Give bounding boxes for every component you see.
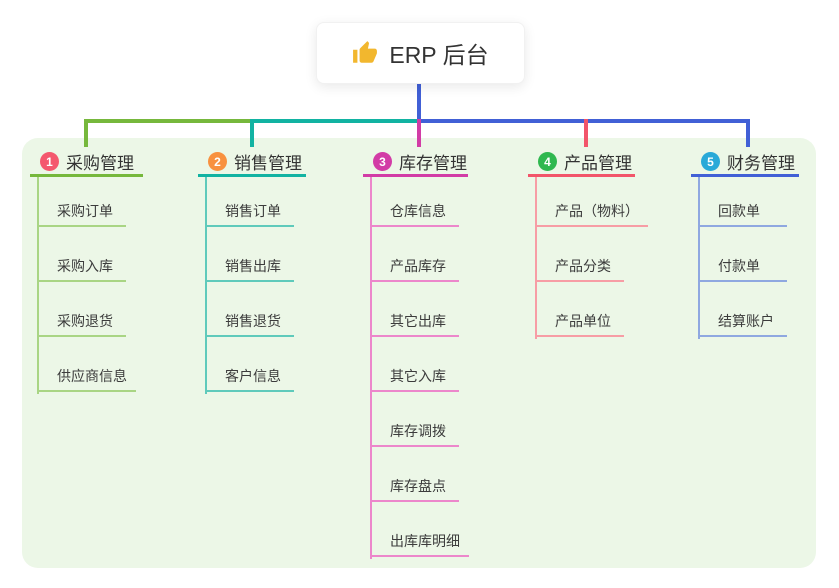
root-node-label: ERP 后台 <box>389 42 489 68</box>
branch-badge: 4 <box>538 152 557 171</box>
sub-node-label: 产品单位 <box>555 313 611 329</box>
sub-node-label: 销售出库 <box>225 258 281 274</box>
sub-node[interactable]: 结算账户 <box>698 307 787 337</box>
sub-node[interactable]: 供应商信息 <box>37 362 136 392</box>
sub-node-label: 付款单 <box>718 258 760 274</box>
branch-badge: 5 <box>701 152 720 171</box>
sub-node-label: 销售退货 <box>225 313 281 329</box>
branch-badge: 1 <box>40 152 59 171</box>
sub-node[interactable]: 库存盘点 <box>370 472 459 502</box>
branch-node-5[interactable]: 5 财务管理 <box>691 149 799 177</box>
branch-node-3[interactable]: 3 库存管理 <box>363 149 468 177</box>
branch-node-label: 采购管理 <box>66 154 134 173</box>
branches-panel <box>22 138 816 568</box>
sub-node[interactable]: 客户信息 <box>205 362 294 392</box>
sub-node-label: 结算账户 <box>718 313 774 329</box>
connector-branch-drop-line <box>250 119 254 147</box>
sub-node-label: 客户信息 <box>225 368 281 384</box>
connector-horizontal-line <box>252 119 419 123</box>
sub-node[interactable]: 其它出库 <box>370 307 459 337</box>
sub-node-label: 其它入库 <box>390 368 446 384</box>
sub-node-label: 仓库信息 <box>390 203 446 219</box>
branch-node-label: 财务管理 <box>727 154 795 173</box>
sub-node[interactable]: 产品库存 <box>370 252 459 282</box>
branch-node-label: 销售管理 <box>234 154 302 173</box>
connector-sub-rail <box>37 177 39 394</box>
connector-sub-rail <box>535 177 537 339</box>
sub-node[interactable]: 出库库明细 <box>370 527 469 557</box>
branch-badge: 2 <box>208 152 227 171</box>
sub-node[interactable]: 回款单 <box>698 197 787 227</box>
sub-node-label: 采购订单 <box>57 203 113 219</box>
sub-node-label: 回款单 <box>718 203 760 219</box>
sub-node[interactable]: 产品（物料） <box>535 197 648 227</box>
connector-branch-drop-line <box>417 119 421 147</box>
connector-sub-rail <box>370 177 372 559</box>
branch-node-label: 产品管理 <box>564 154 632 173</box>
sub-node[interactable]: 产品分类 <box>535 252 624 282</box>
root-node[interactable]: ERP 后台 <box>316 22 525 84</box>
thumbs-up-icon <box>352 40 378 66</box>
sub-node-label: 供应商信息 <box>57 368 127 384</box>
connector-branch-drop-line <box>84 119 88 147</box>
branch-node-label: 库存管理 <box>399 154 467 173</box>
branch-badge: 3 <box>373 152 392 171</box>
sub-node[interactable]: 仓库信息 <box>370 197 459 227</box>
connector-branch-drop-line <box>746 119 750 147</box>
sub-node-label: 产品（物料） <box>555 203 639 219</box>
sub-node-label: 其它出库 <box>390 313 446 329</box>
sub-node[interactable]: 销售退货 <box>205 307 294 337</box>
sub-node-label: 出库库明细 <box>390 533 460 549</box>
sub-node[interactable]: 销售订单 <box>205 197 294 227</box>
sub-node-label: 采购退货 <box>57 313 113 329</box>
branch-node-2[interactable]: 2 销售管理 <box>198 149 306 177</box>
connector-sub-rail <box>698 177 700 339</box>
connector-root-line <box>417 82 421 123</box>
sub-node[interactable]: 采购退货 <box>37 307 126 337</box>
sub-node[interactable]: 付款单 <box>698 252 787 282</box>
sub-node[interactable]: 销售出库 <box>205 252 294 282</box>
connector-branch-drop-line <box>584 119 588 147</box>
sub-node-label: 产品分类 <box>555 258 611 274</box>
sub-node[interactable]: 产品单位 <box>535 307 624 337</box>
branch-node-1[interactable]: 1 采购管理 <box>30 149 143 177</box>
branch-node-4[interactable]: 4 产品管理 <box>528 149 635 177</box>
sub-node[interactable]: 采购订单 <box>37 197 126 227</box>
sub-node-label: 采购入库 <box>57 258 113 274</box>
sub-node-label: 销售订单 <box>225 203 281 219</box>
connector-horizontal-line <box>84 119 252 123</box>
sub-node-label: 产品库存 <box>390 258 446 274</box>
sub-node-label: 库存调拨 <box>390 423 446 439</box>
sub-node[interactable]: 库存调拨 <box>370 417 459 447</box>
connector-sub-rail <box>205 177 207 394</box>
sub-node-label: 库存盘点 <box>390 478 446 494</box>
sub-node[interactable]: 其它入库 <box>370 362 459 392</box>
sub-node[interactable]: 采购入库 <box>37 252 126 282</box>
